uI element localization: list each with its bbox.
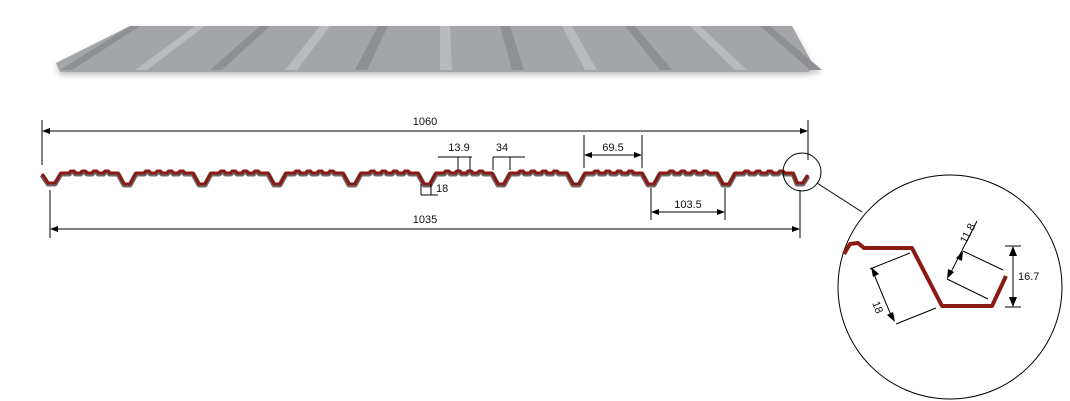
sheet-rib — [690, 26, 747, 70]
label-minor-rib: 13.9 — [448, 142, 469, 154]
label-effective-width: 1035 — [413, 214, 437, 226]
dimension-minor-rib: 13.9 — [438, 142, 472, 170]
detail-magnified-circle — [837, 174, 1063, 400]
dimension-trough-pitch: 103.5 — [650, 188, 726, 220]
sheet-rib — [562, 26, 597, 70]
sheet-rib — [210, 26, 270, 70]
detail-callout: 18 11.8 16.7 — [782, 152, 1063, 400]
detail-marker-circle — [782, 152, 822, 192]
detail-label-height: 16.7 — [1018, 271, 1039, 283]
sheet-rib — [285, 26, 330, 70]
label-rib-pitch: 69.5 — [602, 142, 623, 154]
sheet-rib — [500, 26, 524, 70]
detail-label-slope: 18 — [869, 300, 885, 316]
sheet-rib — [60, 26, 140, 70]
dimension-effective-width: 1035 — [49, 190, 801, 238]
label-overall-width: 1060 — [413, 116, 437, 128]
label-trough-bottom: 18 — [436, 183, 448, 195]
sheet-rib — [135, 26, 205, 70]
sheet-3d-illustration — [56, 26, 822, 72]
sheet-rib — [625, 26, 672, 70]
detail-profile — [842, 241, 1008, 308]
sheet-rib — [355, 26, 388, 70]
sheet-rib — [440, 26, 452, 70]
sheet-profile — [39, 169, 811, 188]
dimension-rib-pitch: 69.5 — [583, 135, 643, 168]
dimension-trough-bottom: 18 — [420, 183, 448, 196]
label-trough-pitch: 103.5 — [674, 199, 702, 211]
label-rib-top: 34 — [496, 142, 508, 154]
sheet-rib — [760, 26, 822, 70]
dimension-rib-top: 34 — [492, 142, 525, 170]
dimension-overall-width: 1060 — [41, 116, 809, 165]
